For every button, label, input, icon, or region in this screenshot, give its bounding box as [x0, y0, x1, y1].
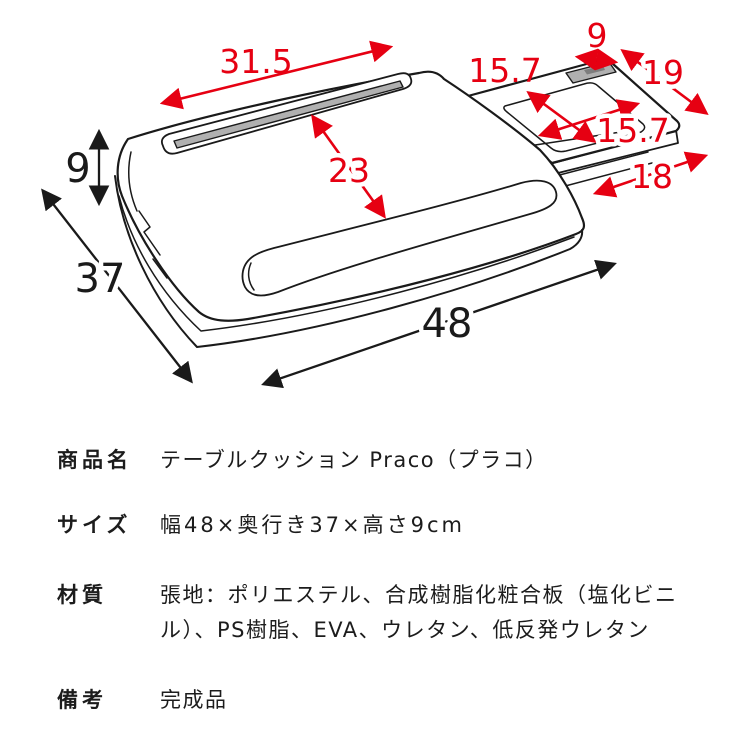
dim-width-label: 48 — [422, 301, 473, 347]
dim-side-table-diagonal-arrow — [620, 49, 709, 115]
dim-width-arrow — [261, 259, 617, 389]
dimension-arrows-black: 9 37 48 — [41, 128, 617, 389]
spec-value: 完成品 — [160, 688, 228, 712]
dim-phone-slot-arrow — [574, 48, 619, 71]
dimension-arrows-red: 31.5 23 15.7 15.7 9 19 18 — [159, 16, 709, 219]
spec-row-product-name: 商品名 テーブルクッション Praco（プラコ） — [57, 443, 716, 478]
spec-row-notes: 備考 完成品 — [57, 683, 716, 718]
dim-surface-depth-label: 23 — [328, 151, 370, 190]
spec-value: 張地：ポリエステル、合成樹脂化粧合板（塩化ビニル）、PS樹脂、EVA、ウレタン、… — [160, 583, 678, 642]
spec-row-material: 材質 張地：ポリエステル、合成樹脂化粧合板（塩化ビニル）、PS樹脂、EVA、ウレ… — [57, 578, 716, 648]
dim-pen-tray-width-label: 31.5 — [219, 42, 292, 81]
dim-side-table-diagonal-label: 19 — [642, 53, 684, 92]
dim-depth-label: 37 — [75, 256, 126, 302]
spec-label: 備考 — [57, 688, 107, 712]
spec-label: サイズ — [57, 513, 132, 537]
dim-surface-depth-arrow — [311, 114, 386, 219]
product-dimension-diagram: 9 37 48 31.5 23 15.7 15.7 9 19 18 — [41, 16, 709, 389]
spec-row-size: サイズ 幅48×奥行き37×高さ9cm — [57, 508, 716, 543]
dim-side-table-depth-label: 15.7 — [468, 51, 541, 90]
dim-pen-tray-width-arrow — [159, 40, 394, 110]
spec-label: 商品名 — [57, 448, 132, 472]
spec-value: テーブルクッション Praco（プラコ） — [160, 448, 548, 472]
spec-label: 材質 — [57, 583, 107, 607]
dim-height-label: 9 — [65, 146, 90, 192]
dim-side-table-extension-label: 18 — [631, 157, 673, 196]
side-table-recess — [503, 82, 646, 153]
dim-side-table-width-label: 15.7 — [596, 111, 669, 150]
spec-value: 幅48×奥行き37×高さ9cm — [160, 513, 465, 537]
dim-side-table-extension-arrow — [592, 151, 709, 198]
dim-phone-slot-label: 9 — [587, 16, 608, 55]
dim-depth-arrow — [41, 188, 193, 384]
